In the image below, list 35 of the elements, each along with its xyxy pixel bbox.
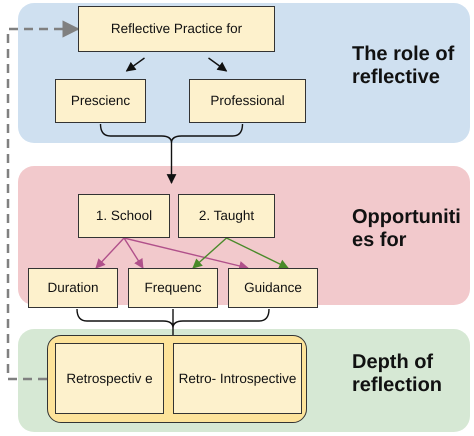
box-label: Professional: [210, 93, 285, 109]
process-box: [78, 6, 275, 52]
dashed-arrow: [6, 20, 80, 380]
process-box: [128, 268, 218, 308]
section-band: [18, 3, 470, 143]
box-label: Retro- Introspective: [178, 370, 296, 386]
group-box: [47, 335, 307, 423]
box-label: 2. Taught: [198, 208, 254, 224]
box-label: Frequenc: [144, 280, 202, 296]
section-band: [18, 329, 470, 432]
process-box: [55, 343, 164, 414]
arrow: [208, 57, 228, 72]
section-band: [18, 166, 470, 305]
arrow: [192, 237, 227, 269]
box-label: Reflective Practice for: [110, 21, 242, 37]
process-box: [28, 268, 118, 308]
box-label: Retrospectiv e: [66, 370, 153, 386]
section-heading: Depth of reflection: [352, 350, 444, 396]
process-box: [173, 343, 302, 414]
box-label: Duration: [47, 280, 99, 296]
section-heading: The role of reflective: [352, 43, 456, 89]
arrow: [123, 238, 144, 269]
box-label: 1. School: [96, 208, 152, 224]
arrow: [124, 237, 249, 271]
box-label: Prescienc: [70, 93, 130, 109]
arrow: [95, 238, 125, 269]
process-box: [55, 79, 146, 123]
arrow: [126, 57, 145, 72]
process-box: [78, 194, 170, 238]
section-heading: Opportuniti es for: [352, 206, 462, 252]
process-box: [178, 194, 275, 238]
process-box: [228, 268, 318, 308]
arrow: [226, 237, 289, 269]
process-box: [189, 79, 306, 123]
box-label: Guidance: [244, 280, 302, 296]
